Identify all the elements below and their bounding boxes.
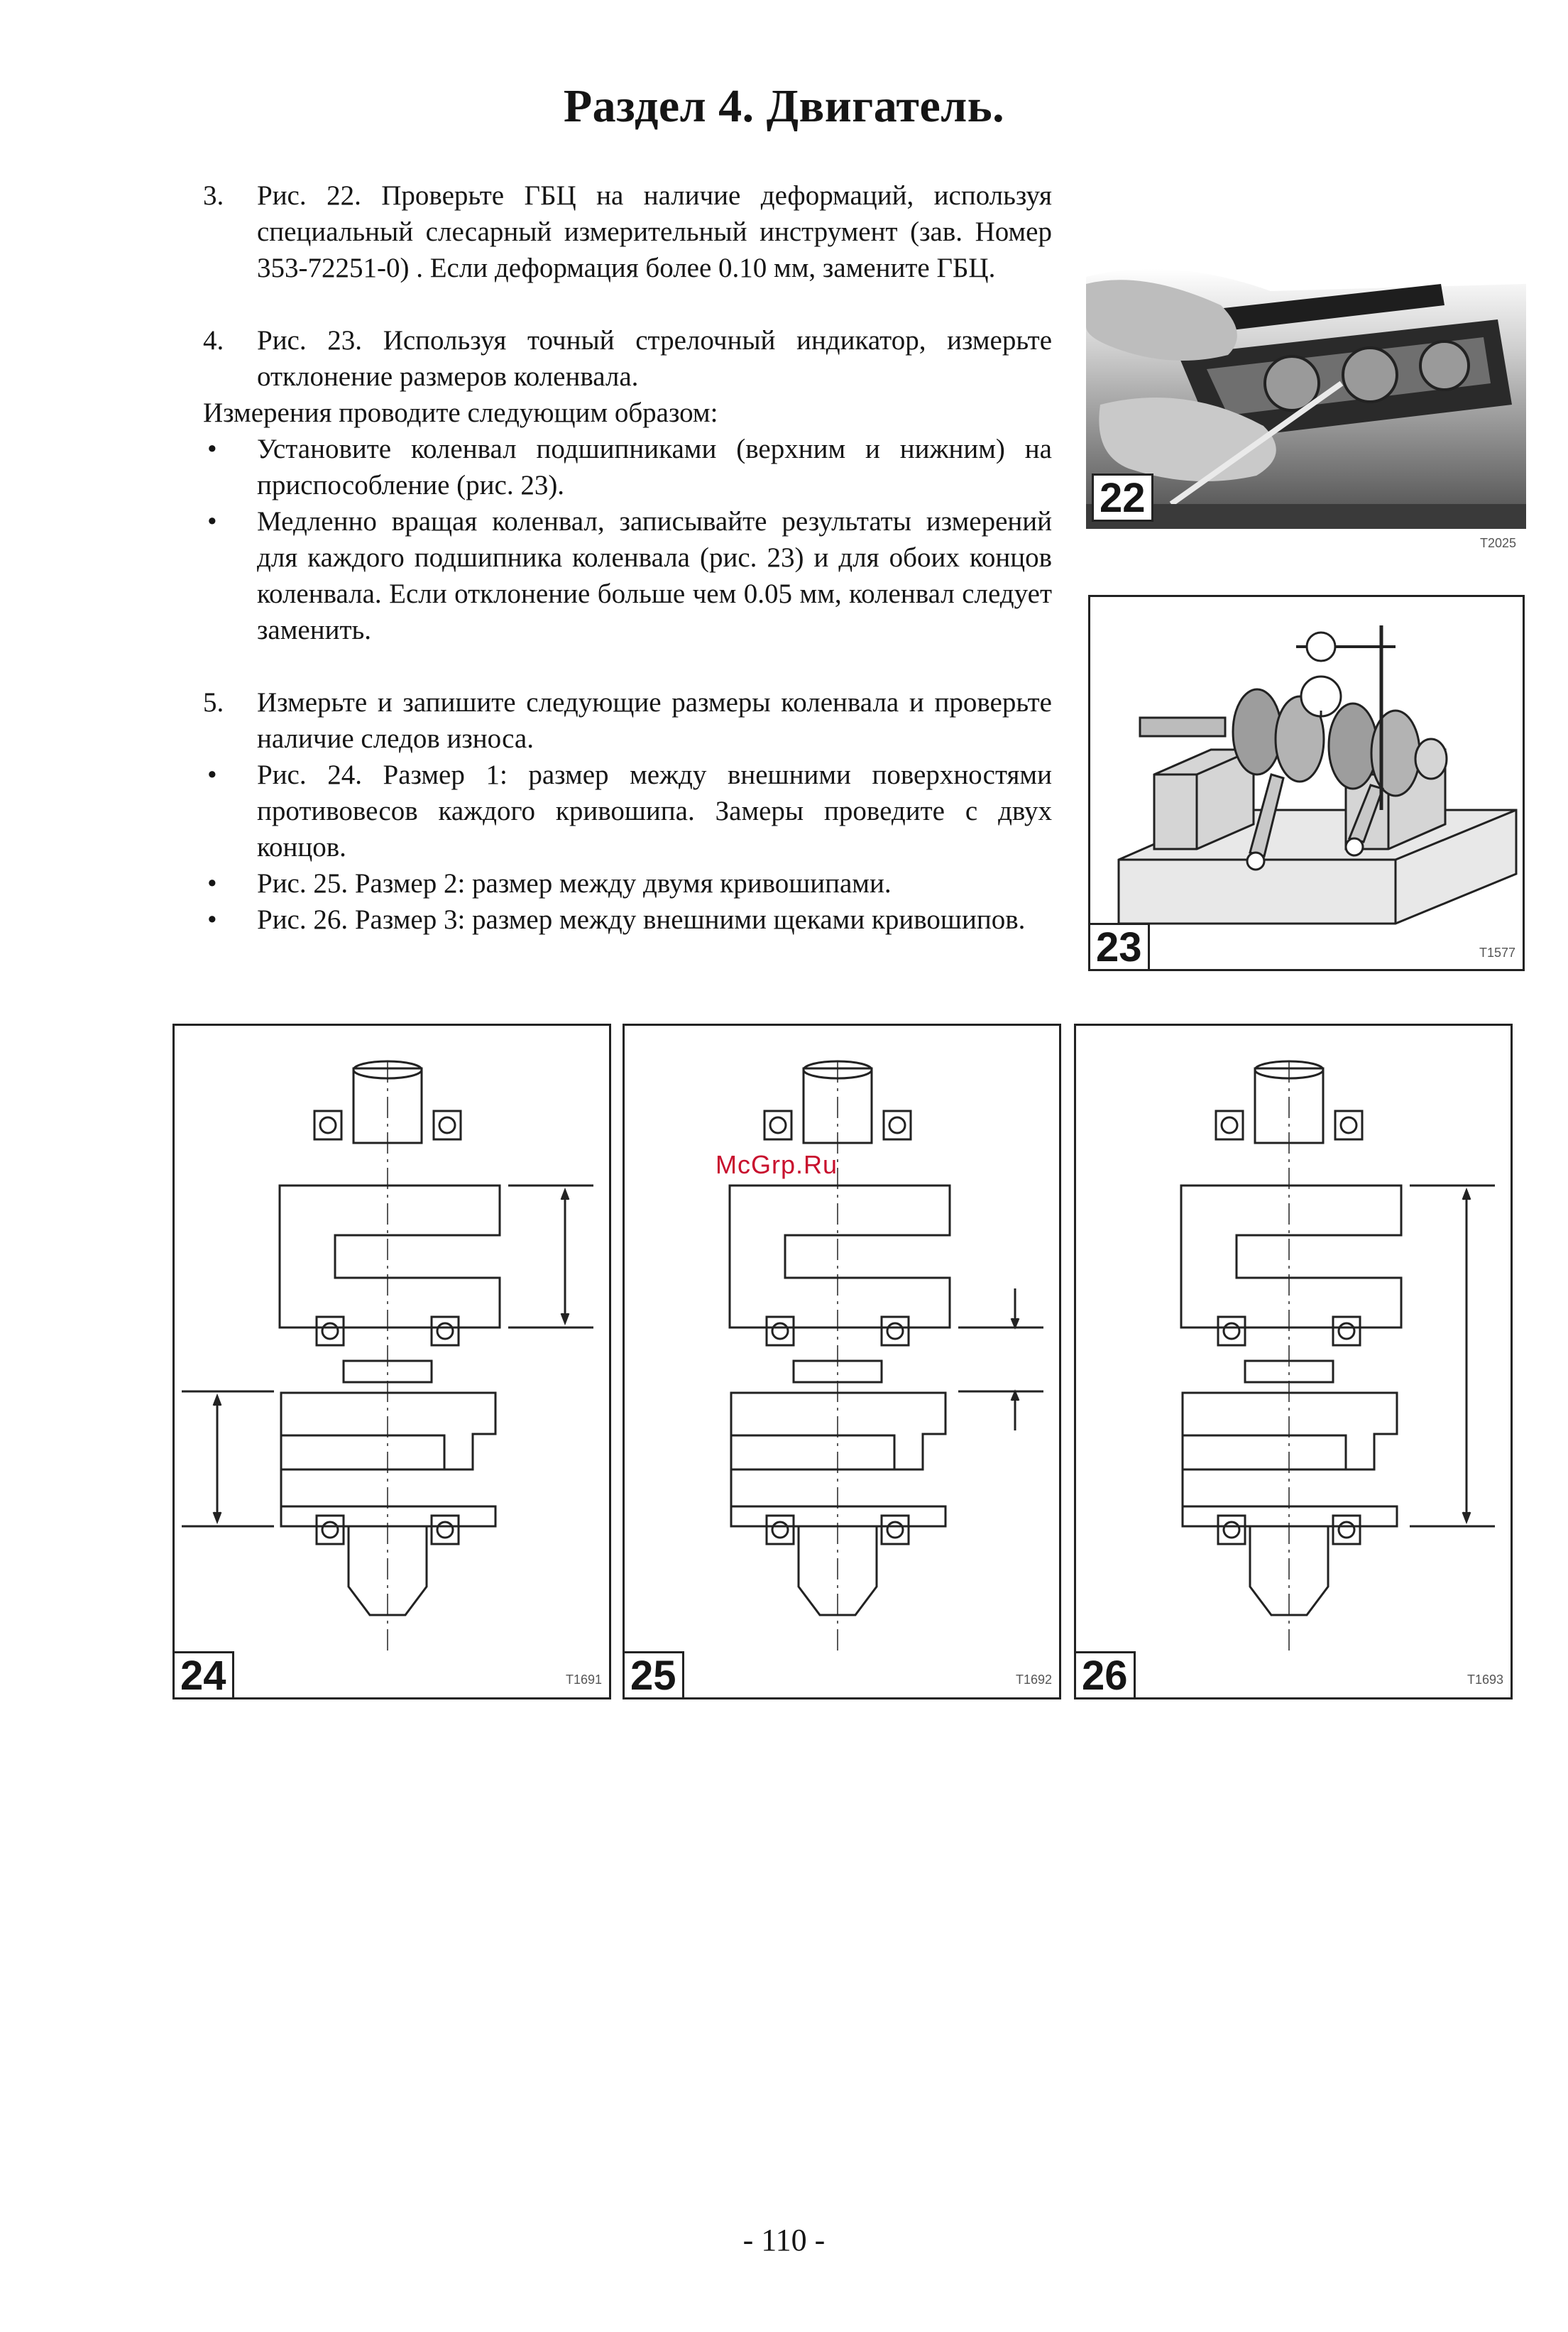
bullet-dot: •	[207, 868, 217, 899]
figure-number: 26	[1076, 1651, 1136, 1697]
figure-code: T2025	[1480, 536, 1517, 550]
watermark: McGrp.Ru	[716, 1150, 838, 1179]
step-number: 3.	[203, 180, 224, 211]
bullet-text: Рис. 26. Размер 3: размер между внешними…	[257, 904, 1026, 935]
page-number: - 110 -	[742, 2223, 826, 2257]
crankshaft-dimension-2-drawing	[728, 1060, 1043, 1651]
figure-code: T1692	[1015, 1673, 1052, 1687]
bullet-item: • Рис. 26. Размер 3: размер между внешни…	[203, 902, 1052, 938]
bullet-text: Рис. 25. Размер 2: размер между двумя кр…	[257, 868, 892, 899]
page-title: Раздел 4. Двигатель.	[563, 80, 1005, 132]
step-text: Измерьте и запишите следующие размеры ко…	[257, 687, 1052, 754]
step-number: 4.	[203, 325, 224, 356]
bullet-dot: •	[207, 760, 217, 790]
step-4: 4. Рис. 23. Используя точный стрелочный …	[203, 322, 1052, 395]
bullet-item: • Рис. 24. Размер 1: размер между внешни…	[203, 757, 1052, 865]
step-5: 5. Измерьте и запишите следующие размеры…	[203, 684, 1052, 757]
figure-code: T1577	[1479, 946, 1515, 960]
figure-number: 24	[175, 1651, 234, 1697]
figure-number: 22	[1092, 473, 1153, 522]
bullet-text: Медленно вращая коленвал, записывайте ре…	[257, 506, 1052, 645]
bullet-item: • Медленно вращая коленвал, записывайте …	[203, 503, 1052, 648]
bullet-dot: •	[207, 506, 217, 537]
figure-number: 25	[625, 1651, 684, 1697]
figure-24: 24 T1691	[172, 1024, 611, 1699]
measurement-intro: Измерения проводите следующим образом:	[203, 398, 718, 428]
figure-number: 23	[1090, 923, 1150, 969]
bullet-text: Рис. 24. Размер 1: размер между внешними…	[257, 760, 1052, 863]
bullet-dot: •	[207, 434, 217, 464]
bullet-item: • Рис. 25. Размер 2: размер между двумя …	[203, 865, 1052, 902]
bullet-dot: •	[207, 904, 217, 935]
figure-23: 23 T1577	[1088, 595, 1525, 971]
cylinder-head-photo-illustration	[1086, 170, 1526, 529]
bullet-item: • Установите коленвал подшипниками (верх…	[203, 431, 1052, 503]
instructions-text: 3. Рис. 22. Проверьте ГБЦ на наличие деф…	[203, 177, 1052, 938]
step-text: Рис. 23. Используя точный стрелочный инд…	[257, 325, 1052, 392]
step-3: 3. Рис. 22. Проверьте ГБЦ на наличие деф…	[203, 177, 1052, 286]
step-number: 5.	[203, 687, 224, 718]
crankshaft-dimension-1-drawing	[182, 1060, 593, 1651]
figure-25: 25 T1692	[623, 1024, 1061, 1699]
figure-26: 26 T1693	[1074, 1024, 1513, 1699]
figure-code: T1691	[565, 1673, 602, 1687]
step-text: Рис. 22. Проверьте ГБЦ на наличие деформ…	[257, 180, 1052, 283]
figure-code: T1693	[1466, 1673, 1503, 1687]
crankshaft-dimension-3-drawing	[1180, 1060, 1495, 1651]
bullet-text: Установите коленвал подшипниками (верхни…	[257, 434, 1052, 500]
crankshaft-runout-illustration	[1090, 597, 1523, 969]
figure-22-photo: 22	[1086, 170, 1526, 529]
